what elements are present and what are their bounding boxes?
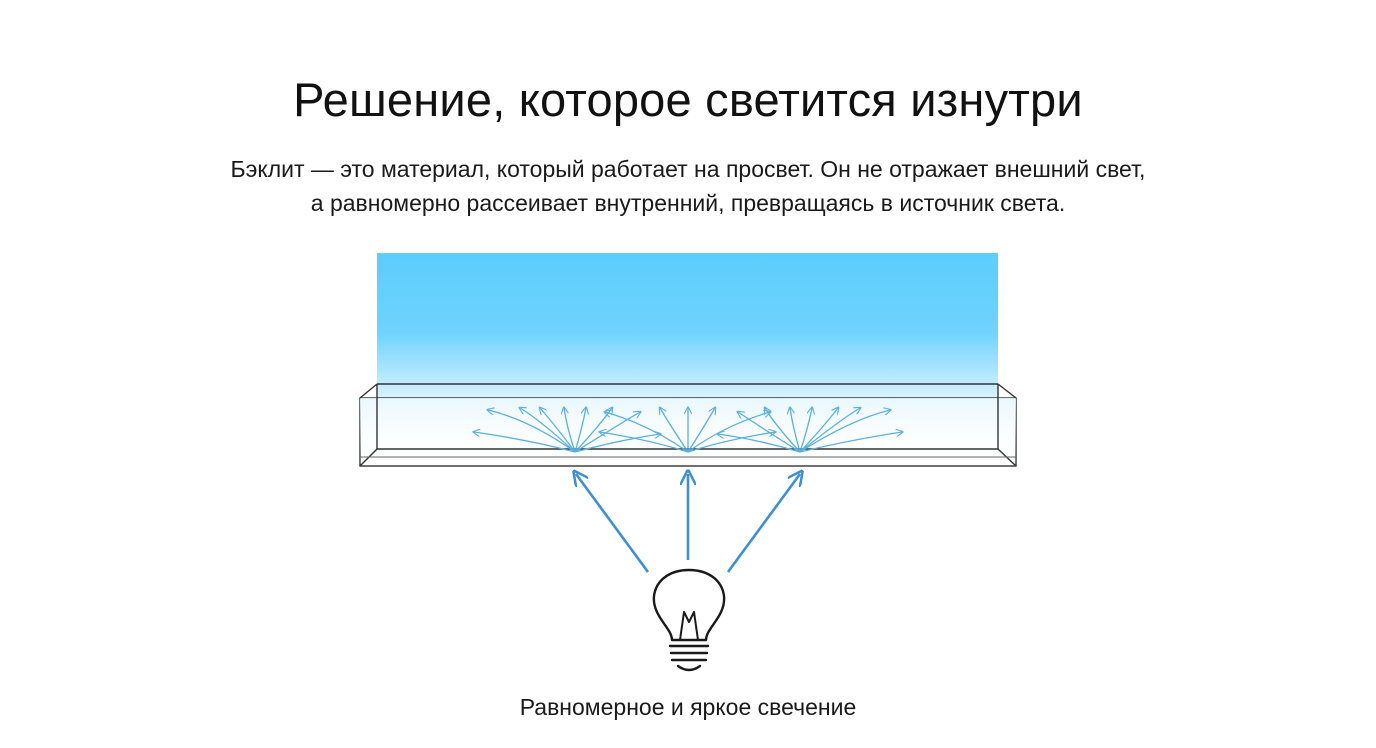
diagram-caption: Равномерное и яркое свечение bbox=[519, 694, 857, 720]
subtitle-line-1: Бэклит — это материал, который работает … bbox=[230, 156, 1146, 182]
light-glow bbox=[377, 253, 998, 398]
ray-left bbox=[576, 474, 650, 573]
ray-right bbox=[726, 474, 800, 573]
subtitle-line-2: а равномерно рассеивает внутренний, прев… bbox=[310, 190, 1066, 216]
light-rays bbox=[576, 474, 800, 573]
light-bulb-icon bbox=[652, 568, 726, 672]
page-title: Решение, которое светится изнутри bbox=[293, 73, 1083, 126]
diffused-light-arrows bbox=[474, 408, 902, 453]
page-subtitle: Бэклит — это материал, который работает … bbox=[0, 152, 1376, 220]
